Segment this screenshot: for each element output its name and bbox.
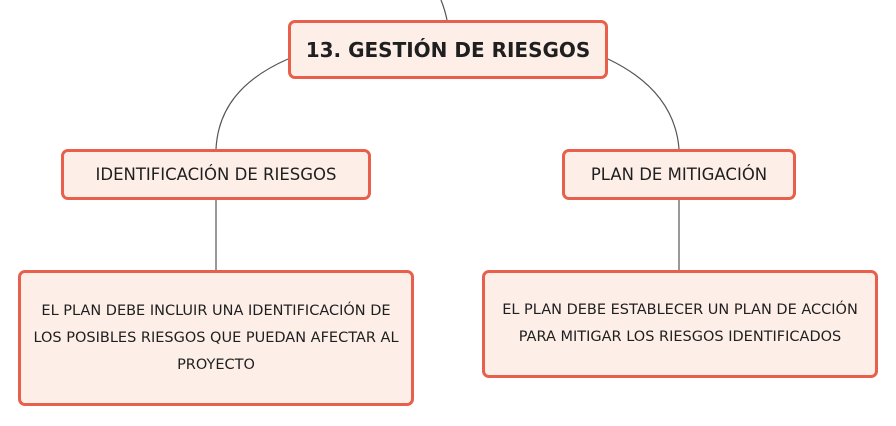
node-mitigacion-label: PLAN DE MITIGACIÓN	[590, 165, 768, 184]
connector-root-to-mitigacion	[607, 58, 680, 150]
node-identificacion-detail[interactable]: EL PLAN DEBE INCLUIR UNA IDENTIFICACIÓN …	[18, 270, 414, 406]
connector-root-to-identificacion	[215, 58, 289, 150]
node-mitigacion-detail-text: EL PLAN DEBE ESTABLECER UN PLAN DE ACCIÓ…	[502, 302, 858, 345]
node-identificacion-de-riesgos[interactable]: IDENTIFICACIÓN DE RIESGOS	[61, 149, 371, 200]
node-plan-de-mitigacion[interactable]: PLAN DE MITIGACIÓN	[562, 149, 796, 200]
node-mitigacion-detail[interactable]: EL PLAN DEBE ESTABLECER UN PLAN DE ACCIÓ…	[482, 270, 878, 378]
node-identificacion-detail-text: EL PLAN DEBE INCLUIR UNA IDENTIFICACIÓN …	[33, 302, 399, 373]
root-node-label: 13. GESTIÓN DE RIESGOS	[305, 37, 591, 62]
incoming-connector	[440, 0, 448, 21]
node-identificacion-label: IDENTIFICACIÓN DE RIESGOS	[95, 165, 337, 184]
root-node[interactable]: 13. GESTIÓN DE RIESGOS	[288, 20, 608, 79]
